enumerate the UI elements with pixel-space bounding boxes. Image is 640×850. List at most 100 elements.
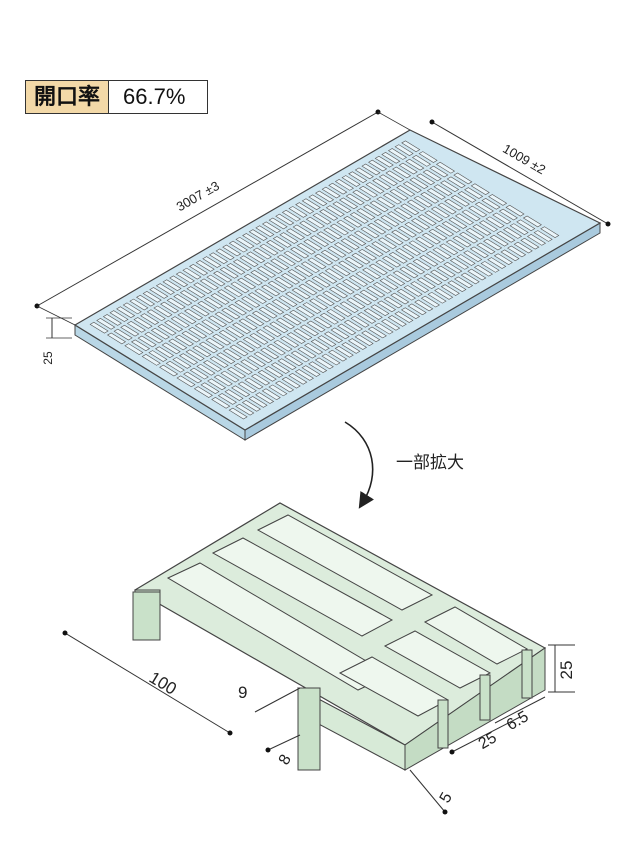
grating-slot — [367, 326, 387, 339]
grating-slot — [434, 288, 454, 300]
grating-slot — [415, 236, 435, 249]
grating-slot — [326, 309, 346, 321]
grating-slot — [280, 336, 300, 348]
grating-slot — [246, 355, 266, 368]
grating-slot — [450, 194, 470, 207]
grating-slot — [164, 320, 184, 332]
grating-slot — [314, 357, 334, 370]
grating-slot — [142, 290, 162, 303]
grating-slot — [361, 163, 381, 176]
grating-slot — [288, 206, 308, 218]
grating-slot — [313, 316, 333, 329]
grating-slot — [122, 302, 142, 315]
grating-slot — [465, 228, 485, 240]
grating-slot — [367, 222, 387, 235]
grating-slot — [270, 362, 290, 374]
grating-slot — [219, 266, 239, 279]
grating-slot — [226, 263, 246, 275]
grating-slot — [374, 155, 394, 168]
grating-slot — [293, 328, 313, 340]
grating-slot — [441, 221, 461, 233]
grating-slot — [513, 241, 533, 254]
grating-slot — [230, 281, 250, 294]
grating-slot — [235, 403, 255, 416]
grating-slot — [376, 196, 396, 209]
grating-slot — [398, 162, 418, 175]
grating-slot — [298, 283, 318, 296]
grating-slot — [173, 293, 193, 306]
grating-slot — [109, 310, 129, 322]
grating-slot — [403, 285, 423, 297]
grating-slot — [345, 193, 365, 206]
grating-slot — [275, 317, 295, 330]
grating-slot — [161, 342, 181, 355]
grating-slot — [404, 221, 424, 234]
grating-slot — [194, 323, 214, 335]
grating-slot — [343, 215, 363, 228]
grating-slot — [502, 227, 523, 239]
grating-slot — [245, 314, 265, 327]
grating-slot — [373, 218, 393, 231]
grating-slot — [443, 261, 463, 274]
grating-slot — [168, 338, 188, 351]
grating-slot — [384, 233, 404, 246]
grating-slot — [339, 301, 359, 313]
grating-slot — [305, 216, 325, 229]
grating-slot — [319, 209, 339, 221]
grating-slot — [440, 284, 460, 296]
grating-slot — [251, 373, 271, 386]
grating-slot — [290, 246, 310, 259]
grating-slot — [150, 327, 170, 340]
grating-slot — [315, 294, 335, 307]
grating-slot — [324, 268, 344, 280]
grating-slot — [247, 292, 267, 304]
grating-slot — [399, 266, 419, 279]
grating-slot — [418, 151, 438, 163]
grating-slot — [362, 267, 382, 280]
grating-slot — [308, 194, 328, 207]
grating-slot — [165, 360, 185, 373]
grating-slot — [448, 217, 468, 229]
grating-slot — [144, 331, 164, 344]
grating-slot — [370, 304, 390, 316]
grating-slot — [277, 358, 297, 371]
grating-slot — [214, 311, 234, 324]
grating-slot — [439, 243, 459, 256]
grating-slot — [239, 255, 259, 268]
grating-slot — [237, 277, 257, 290]
grating-slot — [235, 236, 255, 249]
detail-dimension-dots — [62, 630, 455, 815]
grating-slot — [208, 252, 228, 265]
grating-slot — [284, 354, 304, 367]
grating-slot — [234, 300, 254, 312]
grating-slot — [286, 332, 306, 344]
grating-slot — [492, 212, 512, 225]
grating-slot — [387, 211, 407, 223]
grating-slot — [428, 228, 448, 241]
grating-slot — [417, 214, 437, 226]
grating-slot — [280, 273, 301, 285]
grating-slot — [162, 279, 182, 292]
grating-slot — [228, 407, 248, 420]
grating-slot — [329, 223, 349, 236]
grating-slot — [361, 330, 381, 343]
grating-slot — [387, 148, 408, 160]
grating-slot — [386, 274, 406, 286]
grating-slot — [304, 279, 325, 292]
grating-slot — [419, 255, 439, 267]
grating-slot — [437, 202, 457, 215]
grating-slot — [354, 334, 374, 347]
grating-slot — [341, 342, 361, 354]
grating-slot — [505, 204, 525, 217]
grating-slot — [444, 198, 464, 211]
grating-slot — [281, 376, 301, 389]
grating-slot — [360, 226, 380, 239]
grating-slot — [199, 278, 219, 291]
grating-slot — [395, 248, 415, 260]
detail-endplate-label: 8 — [276, 752, 295, 768]
grating-slot — [198, 341, 218, 354]
grating-slot — [478, 220, 499, 232]
open-ratio-value: 66.7% — [109, 81, 208, 113]
grating-slot — [126, 321, 146, 333]
grating-slot — [332, 201, 352, 213]
